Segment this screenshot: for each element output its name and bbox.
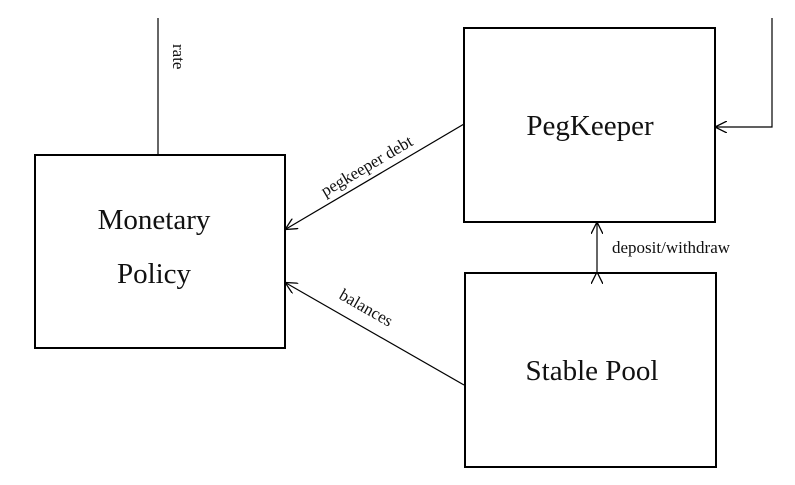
balances-label: balances	[336, 285, 396, 331]
rate-edge: rate	[157, 18, 188, 155]
pegkeeper-node: PegKeeper	[463, 27, 716, 223]
pegkeeper-label: PegKeeper	[526, 110, 654, 142]
balances-edge: balances	[286, 283, 465, 386]
pegkeeper-debt-edge: pegkeeper debt	[286, 123, 465, 229]
rate-edge-label: rate	[169, 44, 188, 69]
monetary-policy-box	[34, 154, 286, 349]
deposit-withdraw-edge: deposit/withdraw	[597, 223, 731, 273]
deposit-withdraw-label: deposit/withdraw	[612, 238, 731, 257]
pegkeeper-debt-label: pegkeeper debt	[317, 131, 416, 200]
stable-pool-node: Stable Pool	[464, 272, 717, 468]
balances-arrow	[286, 283, 465, 386]
feedback-edge	[716, 18, 773, 127]
monetary-policy-label-line1: Monetary	[98, 204, 211, 236]
monetary-policy-label-line2: Policy	[117, 258, 192, 290]
feedback-line	[716, 18, 773, 127]
stable-pool-box	[464, 272, 717, 468]
monetary-policy-node: Monetary Policy	[34, 154, 286, 349]
stable-pool-label: Stable Pool	[526, 355, 659, 387]
pegkeeper-debt-arrow	[286, 123, 465, 229]
